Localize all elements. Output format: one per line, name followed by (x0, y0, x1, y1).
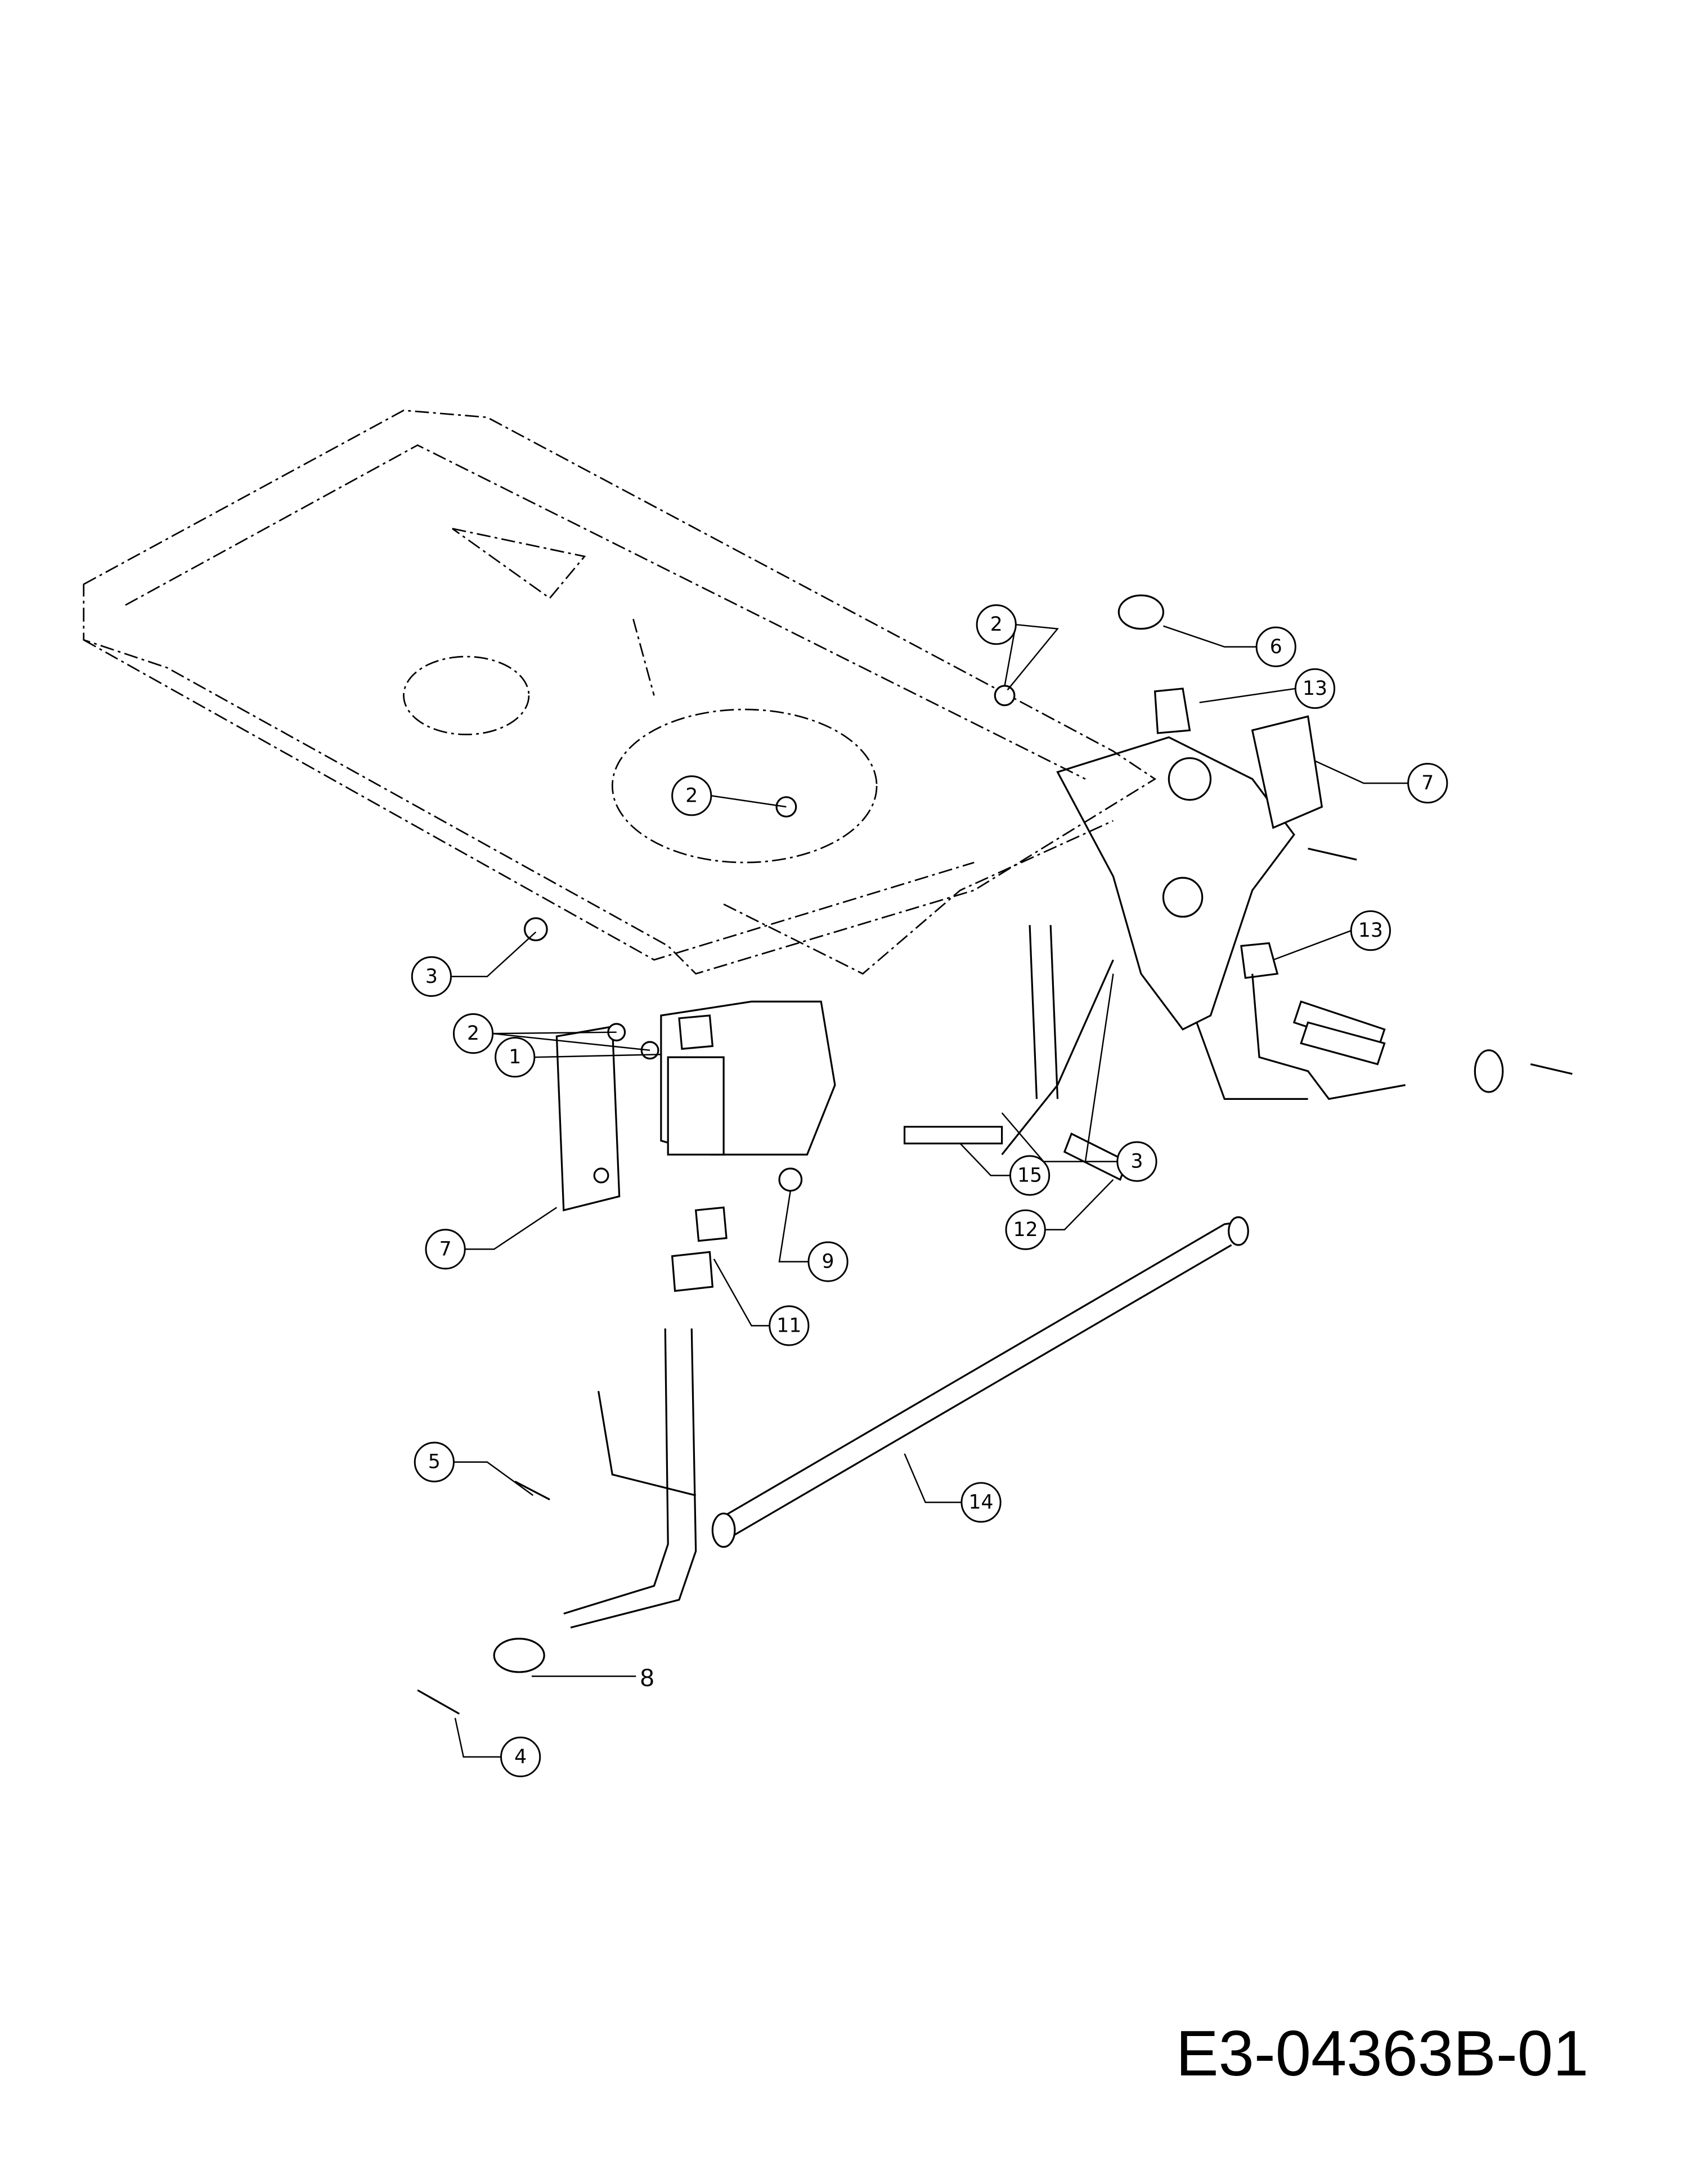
callout-3: 3 (411, 956, 452, 997)
spindle-left (417, 685, 1016, 1715)
callout-label: 2 (990, 613, 1003, 636)
callout-4: 4 (500, 1736, 541, 1778)
plate-15 (903, 1126, 1003, 1145)
bolt-12 (1063, 1021, 1386, 1181)
callout-14: 14 (960, 1482, 1002, 1523)
callout-7: 7 (1407, 762, 1448, 804)
callout-1: 1 (495, 1037, 536, 1078)
drawing-number: E3-04363B-01 (1176, 2018, 1589, 2089)
axle-bracket-right (1001, 594, 1573, 1156)
callout-13: 13 (1350, 910, 1391, 951)
callout-label: 7 (439, 1238, 452, 1260)
leader-lines (451, 623, 1408, 1758)
callout-label: 2 (685, 784, 698, 807)
callout-12: 12 (1005, 1209, 1046, 1250)
chassis-frame (83, 410, 1157, 975)
callout-label: 15 (1017, 1164, 1042, 1187)
callout-3: 3 (1116, 1141, 1157, 1182)
callout-9: 9 (807, 1241, 849, 1282)
callout-label: 7 (1421, 772, 1434, 794)
callout-label: 13 (1358, 919, 1383, 942)
callout-11: 11 (769, 1305, 810, 1346)
callout-label: 11 (776, 1314, 801, 1337)
callout-5: 5 (414, 1441, 455, 1482)
callout-label: 14 (969, 1491, 994, 1513)
callout-label: 6 (1270, 636, 1282, 658)
callout-2: 2 (452, 1013, 494, 1054)
callout-label: 12 (1013, 1219, 1038, 1241)
callout-label: 13 (1303, 677, 1327, 700)
callout-label: 3 (425, 965, 438, 988)
callout-label: 9 (822, 1251, 834, 1273)
callout-label: 2 (467, 1022, 479, 1045)
callout-label: 3 (1130, 1151, 1143, 1173)
tie-rod (711, 1216, 1249, 1548)
callout-label: 4 (514, 1746, 527, 1768)
callout-13: 13 (1294, 668, 1336, 709)
callout-7: 7 (425, 1229, 466, 1270)
callout-6: 6 (1255, 626, 1296, 667)
callout-label: 5 (428, 1451, 441, 1473)
callout-label: 1 (509, 1046, 521, 1068)
callout-15: 15 (1009, 1155, 1050, 1196)
callout-2: 2 (976, 604, 1017, 645)
callout-2: 2 (671, 775, 712, 816)
callout-8-label: 8 (640, 1664, 654, 1692)
